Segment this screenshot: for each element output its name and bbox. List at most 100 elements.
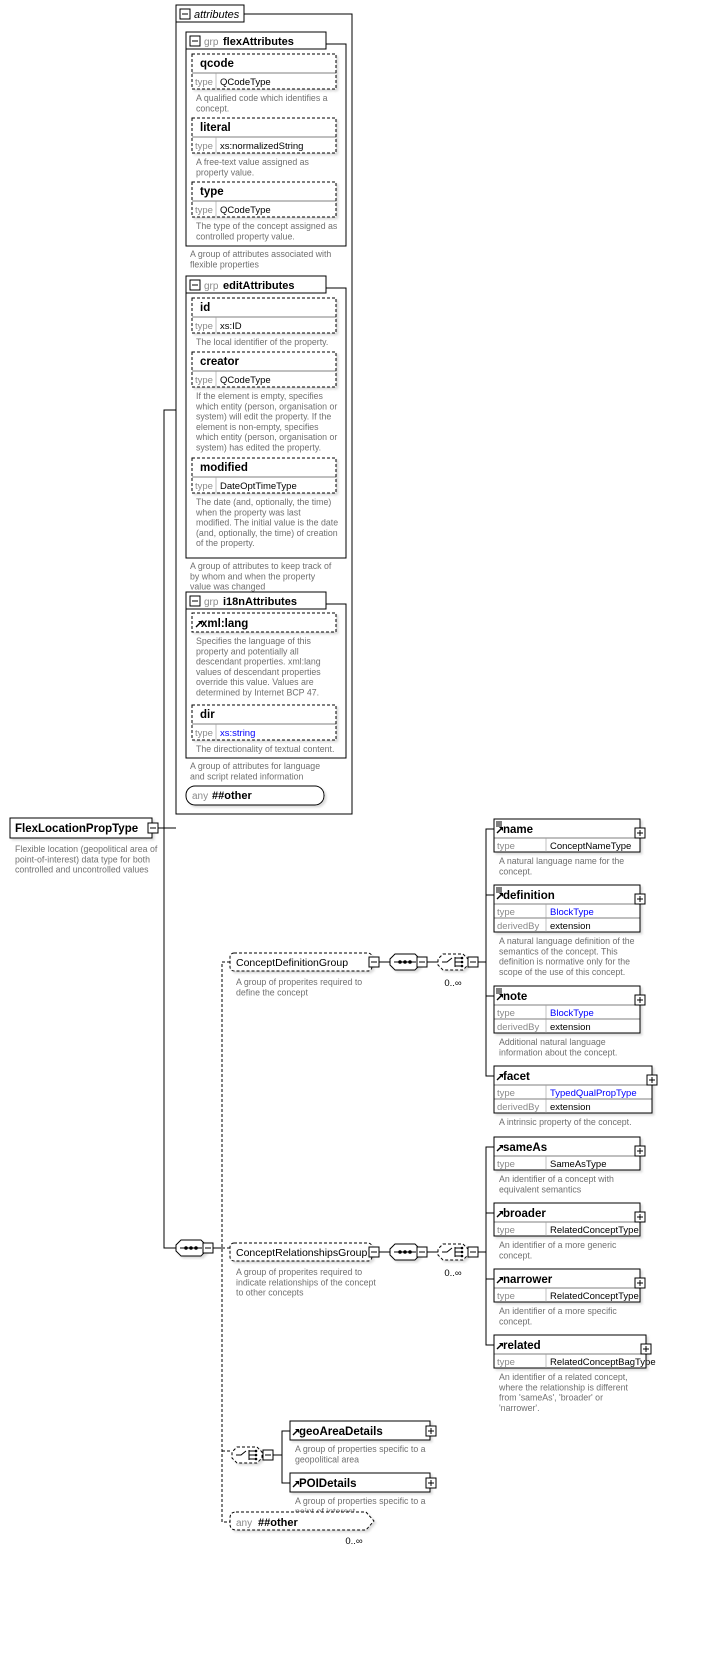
description-text: The local identifier of the property.: [196, 337, 328, 347]
collapse-root-sequence-icon[interactable]: [202, 1242, 214, 1254]
type-value: QCodeType: [220, 205, 271, 216]
group-sequence-icon[interactable]: [389, 953, 421, 971]
reference-arrow-icon: [292, 1429, 299, 1436]
type-value: QCodeType: [220, 375, 271, 386]
element-description: concept.: [499, 1316, 532, 1326]
collapse-group-icon[interactable]: [189, 279, 201, 291]
type-label: type: [195, 205, 213, 216]
element-description: 'narrower'.: [499, 1403, 540, 1413]
documentation-icon: [496, 988, 502, 994]
switch-line: [442, 1247, 453, 1253]
collapse-choice-icon[interactable]: [467, 956, 479, 968]
element-name: broader: [503, 1208, 546, 1220]
group-sequence-icon[interactable]: [389, 1243, 421, 1261]
description-text: system) has edited the property.: [196, 443, 321, 453]
type-label: type: [195, 321, 213, 332]
row-label: type: [497, 1088, 515, 1099]
group-choice-icon[interactable]: [437, 953, 469, 971]
reference-arrow-icon: [496, 1211, 503, 1218]
expand-related-icon[interactable]: [640, 1343, 652, 1355]
description-text: The directionality of textual content.: [196, 744, 334, 754]
expand-sameAs-icon[interactable]: [634, 1145, 646, 1157]
group-ref-description: A group of properites required to: [236, 1267, 362, 1277]
sequence-dot: [184, 1246, 188, 1250]
row-label: type: [497, 1225, 515, 1236]
collapse-root-icon[interactable]: [147, 822, 159, 834]
sequence-dot: [408, 960, 412, 964]
group-choice-icon[interactable]: [437, 1243, 469, 1261]
collapse-location-choice-icon[interactable]: [262, 1449, 274, 1461]
element-box: [493, 1065, 653, 1114]
collapse-group-icon[interactable]: [189, 35, 201, 47]
group-kind: grp: [204, 37, 219, 48]
group-header: [185, 591, 327, 610]
sequence-dot: [398, 1250, 402, 1254]
element-description: equivalent semantics: [499, 1184, 582, 1194]
choice-element-name: POIDetails: [299, 1478, 357, 1490]
expand-note-icon[interactable]: [634, 994, 646, 1006]
element-box: [493, 818, 641, 853]
row-value: TypedQualPropType: [550, 1088, 637, 1099]
expand-facet-icon[interactable]: [646, 1074, 658, 1086]
attribute-box: [191, 297, 337, 334]
switch-dot: [460, 960, 464, 964]
type-value: xs:string: [220, 728, 255, 739]
root-description: controlled and uncontrolled values: [15, 865, 149, 875]
attribute-name: id: [200, 302, 210, 314]
row-value: extension: [550, 1102, 591, 1113]
group-kind: grp: [204, 281, 219, 292]
group-ref-description: indicate relationships of the concept: [236, 1277, 376, 1287]
row-value: RelatedConceptType: [550, 1291, 639, 1302]
group-header: [185, 31, 327, 50]
reference-arrow-icon: [195, 621, 202, 628]
location-choice-icon[interactable]: [231, 1446, 263, 1464]
element-name: definition: [503, 890, 555, 902]
occurrence-label: 0..∞: [444, 1268, 462, 1279]
group-ref-description: define the concept: [236, 987, 308, 997]
expand-POIDetails-icon[interactable]: [425, 1477, 437, 1489]
switch-line: [236, 1450, 247, 1456]
attribute-name: creator: [200, 356, 240, 368]
expand-narrower-icon[interactable]: [634, 1277, 646, 1289]
element-box: [493, 1202, 641, 1237]
description-text: A qualified code which identifies a: [196, 93, 328, 103]
group-name: flexAttributes: [223, 36, 294, 48]
type-label: type: [195, 77, 213, 88]
any-element-box[interactable]: [229, 1511, 375, 1531]
description-text: descendant properties. xml:lang: [196, 657, 321, 667]
description-text: modified. The initial value is the date: [196, 518, 338, 528]
group-description: by whom and when the property: [190, 571, 316, 581]
relationship-branch: [485, 1146, 494, 1346]
collapse-choice-icon[interactable]: [467, 1246, 479, 1258]
description-text: override this value. Values are: [196, 677, 314, 687]
collapse-sequence-icon[interactable]: [416, 956, 428, 968]
element-name: facet: [503, 1071, 530, 1083]
reference-arrow-icon: [496, 1343, 503, 1350]
arrow-head: [499, 1211, 503, 1215]
switch-dot: [460, 1254, 464, 1258]
root-sequence-icon[interactable]: [175, 1239, 207, 1257]
attribute-box: [191, 612, 337, 633]
collapse-group-ref-icon[interactable]: [368, 956, 380, 968]
group-description: value was changed: [190, 582, 265, 592]
collapse-group-icon[interactable]: [189, 595, 201, 607]
choice-element-description: A group of properties specific to a: [295, 1496, 426, 1506]
row-label: type: [497, 1159, 515, 1170]
arrow-head: [499, 893, 503, 897]
switch-dot: [460, 1246, 464, 1250]
element-description: A natural language definition of the: [499, 936, 635, 946]
description-text: of the property.: [196, 538, 255, 548]
root-name: FlexLocationPropType: [15, 823, 138, 835]
expand-broader-icon[interactable]: [634, 1211, 646, 1223]
collapse-group-ref-icon[interactable]: [368, 1246, 380, 1258]
expand-name-icon[interactable]: [634, 827, 646, 839]
element-name: name: [503, 824, 533, 836]
row-value: RelatedConceptType: [550, 1225, 639, 1236]
group-description: A group of attributes to keep track of: [190, 561, 332, 571]
expand-definition-icon[interactable]: [634, 893, 646, 905]
expand-geoAreaDetails-icon[interactable]: [425, 1425, 437, 1437]
arrow-head: [499, 1343, 503, 1347]
collapse-sequence-icon[interactable]: [416, 1246, 428, 1258]
collapse-attributes-icon[interactable]: [179, 8, 191, 20]
element-description: An identifier of a more specific: [499, 1306, 617, 1316]
